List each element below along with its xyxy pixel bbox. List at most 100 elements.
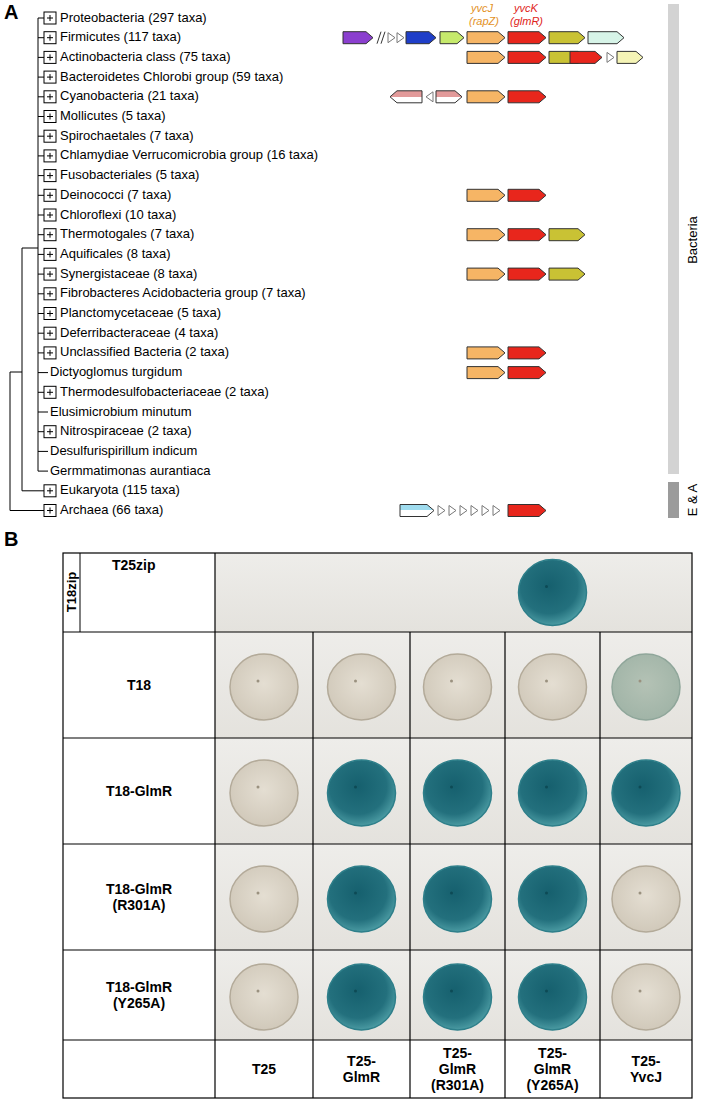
spot-mark [354, 990, 357, 993]
tree-line [10, 372, 11, 511]
tree-line [38, 175, 44, 176]
yvcK-gene [508, 268, 546, 280]
taxon-name: Synergistaceae (8 taxa) [60, 267, 197, 282]
expand-box [44, 111, 56, 123]
yvcJ-gene [467, 32, 505, 44]
expand-box [44, 229, 56, 241]
tree-line [38, 431, 44, 432]
gene-arrow [400, 505, 434, 517]
table-line [63, 843, 692, 844]
tree-line [38, 333, 44, 334]
tree-line [38, 155, 44, 156]
taxon-name: Germmatimonas aurantiaca [50, 464, 210, 479]
small-gene [482, 506, 489, 516]
taxon-name: Nitrospiraceae (2 taxa) [60, 424, 192, 439]
table-cell: T25 [235, 1061, 293, 1077]
taxon-name: Firmicutes (117 taxa) [60, 30, 181, 45]
spot-mark [354, 680, 357, 683]
tree-line [38, 116, 44, 117]
gene-name: yvcJ [471, 2, 493, 15]
tree-line [38, 215, 44, 216]
colony-spot [612, 964, 680, 1030]
tree-line [38, 57, 44, 58]
colony-spot [328, 760, 396, 826]
table-cell: T25-GlmR (R301A) [429, 1045, 487, 1093]
colony-spot [328, 964, 396, 1030]
taxon-name: Thermodesulfobacteriaceae (2 taxa) [60, 385, 269, 400]
taxon-name: Chloroflexi (10 taxa) [60, 208, 176, 223]
yvcJ-gene [467, 91, 505, 103]
yvcK-gene [508, 189, 546, 201]
colony-spot [328, 654, 396, 720]
plate-photo [505, 844, 600, 950]
small-gene [471, 506, 478, 516]
gene-name: yvcK [514, 2, 538, 15]
tree-line [38, 392, 44, 393]
tree-line [38, 372, 48, 373]
table-cell: T25-GlmR (Y265A) [524, 1045, 582, 1093]
tree-line [38, 274, 44, 275]
taxon-name: Unclassified Bacteria (2 taxa) [60, 345, 229, 360]
colony-spot [230, 760, 298, 826]
table-line [63, 949, 692, 950]
tree-line [10, 510, 44, 511]
plus-sign [50, 212, 51, 218]
yvcK-gene [508, 51, 546, 63]
tree-line [38, 136, 44, 137]
spot-mark [545, 786, 548, 789]
yvcK-gene [508, 91, 546, 103]
taxon-name: Chlamydiae Verrucomicrobia group (16 tax… [60, 148, 318, 163]
plus-sign [50, 114, 51, 120]
colony-spot [519, 866, 587, 932]
taxon-name: Mollicutes (5 taxa) [60, 109, 165, 124]
plate-photo [505, 950, 600, 1040]
plus-sign [50, 54, 51, 60]
spot-mark [450, 680, 453, 683]
yvcJ-gene [467, 51, 505, 63]
plus-sign [50, 429, 51, 435]
spot-mark [639, 892, 642, 895]
colony-spot [328, 866, 396, 932]
expand-box [44, 91, 56, 103]
yvcK-gene [508, 32, 546, 44]
group-bar [668, 482, 679, 518]
plus-sign [50, 488, 51, 494]
expand-box [44, 248, 56, 260]
tree-line [38, 195, 44, 196]
small-gene [460, 506, 467, 516]
plus-sign [50, 173, 51, 179]
gene-arrow [440, 32, 464, 44]
taxon-name: Fibrobacteres Acidobacteria group (7 tax… [60, 286, 306, 301]
expand-box [44, 51, 56, 63]
expand-box [44, 347, 56, 359]
tree-line [38, 293, 44, 294]
table-cell: T25-YvcJ [617, 1053, 675, 1085]
table-line [63, 737, 692, 738]
taxon-name: Eukaryota (115 taxa) [60, 483, 180, 498]
expand-box [44, 327, 56, 339]
yvcK-gene [508, 347, 546, 359]
tree-line [38, 37, 44, 38]
table-cell: T18zip [64, 572, 79, 612]
tree-line [38, 77, 44, 78]
gene-arrow [549, 229, 585, 241]
table-cell: T18-GlmR (R301A) [97, 881, 181, 913]
expand-box [44, 170, 56, 182]
expand-box [44, 505, 56, 517]
plus-sign [50, 133, 51, 139]
plate-photo [600, 844, 692, 950]
table-cell: T18-GlmR [97, 783, 181, 799]
spot-mark [545, 892, 548, 895]
colony-spot [519, 964, 587, 1030]
colony-spot [612, 760, 680, 826]
plus-sign [50, 350, 51, 356]
spot-mark [257, 786, 260, 789]
small-gene [449, 506, 456, 516]
spot-mark [545, 680, 548, 683]
expand-box [44, 426, 56, 438]
expand-box [44, 268, 56, 280]
panel-letter: B [4, 528, 18, 551]
plus-sign [50, 311, 51, 317]
colony-spot [612, 866, 680, 932]
plate-photo [410, 632, 505, 738]
